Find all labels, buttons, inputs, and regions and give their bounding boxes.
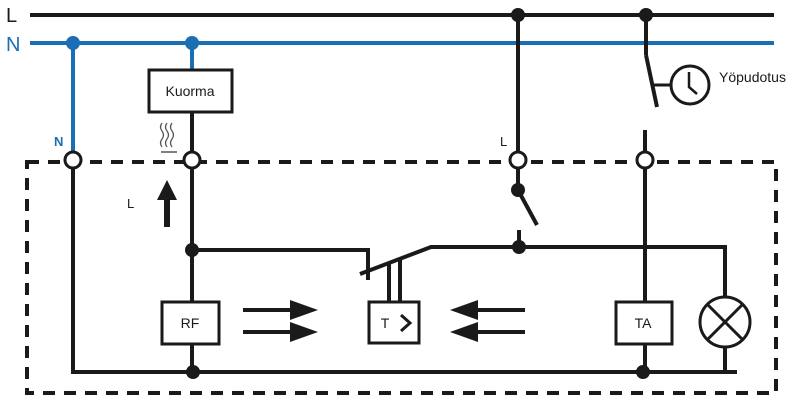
neutral-junction	[66, 36, 80, 50]
phase-junction	[511, 8, 525, 22]
ta-label: TA	[635, 315, 653, 331]
timer-junction	[639, 8, 653, 22]
lamp-feed	[517, 245, 727, 296]
up-arrow-icon	[157, 180, 177, 227]
signal-arrows-right	[243, 300, 318, 342]
terminal-l	[508, 150, 528, 170]
thermostat-chevron-icon	[400, 313, 413, 333]
relay-switch-arm	[359, 245, 517, 276]
manual-switch-arm	[516, 189, 539, 226]
relay-wire	[192, 248, 370, 280]
timer-switch-arm	[644, 54, 659, 108]
clock-icon	[669, 64, 711, 106]
heat-waves-icon	[159, 122, 177, 153]
rail-label-n: N	[6, 34, 20, 56]
junction-rf-bottom	[186, 365, 200, 379]
device-enclosure	[25, 160, 778, 395]
rail-label-l: L	[6, 5, 17, 27]
terminal-n	[63, 150, 83, 170]
load-junction	[185, 36, 199, 50]
load-label: Kuorma	[165, 83, 214, 99]
terminal-label-l: L	[500, 134, 507, 149]
thermostat-label: T	[381, 315, 390, 331]
load-box	[147, 68, 234, 114]
lamp-icon	[698, 295, 752, 349]
junction-ta-bottom	[636, 365, 650, 379]
feed-arrow-label: L	[127, 196, 134, 211]
signal-arrows-left	[450, 300, 525, 342]
timer-label: Yöpudotus	[719, 69, 786, 85]
terminal-load	[182, 150, 202, 170]
terminal-label-n: N	[54, 134, 63, 149]
rf-label: RF	[181, 315, 200, 331]
rf-box	[160, 300, 221, 346]
terminal-timer	[635, 150, 655, 170]
